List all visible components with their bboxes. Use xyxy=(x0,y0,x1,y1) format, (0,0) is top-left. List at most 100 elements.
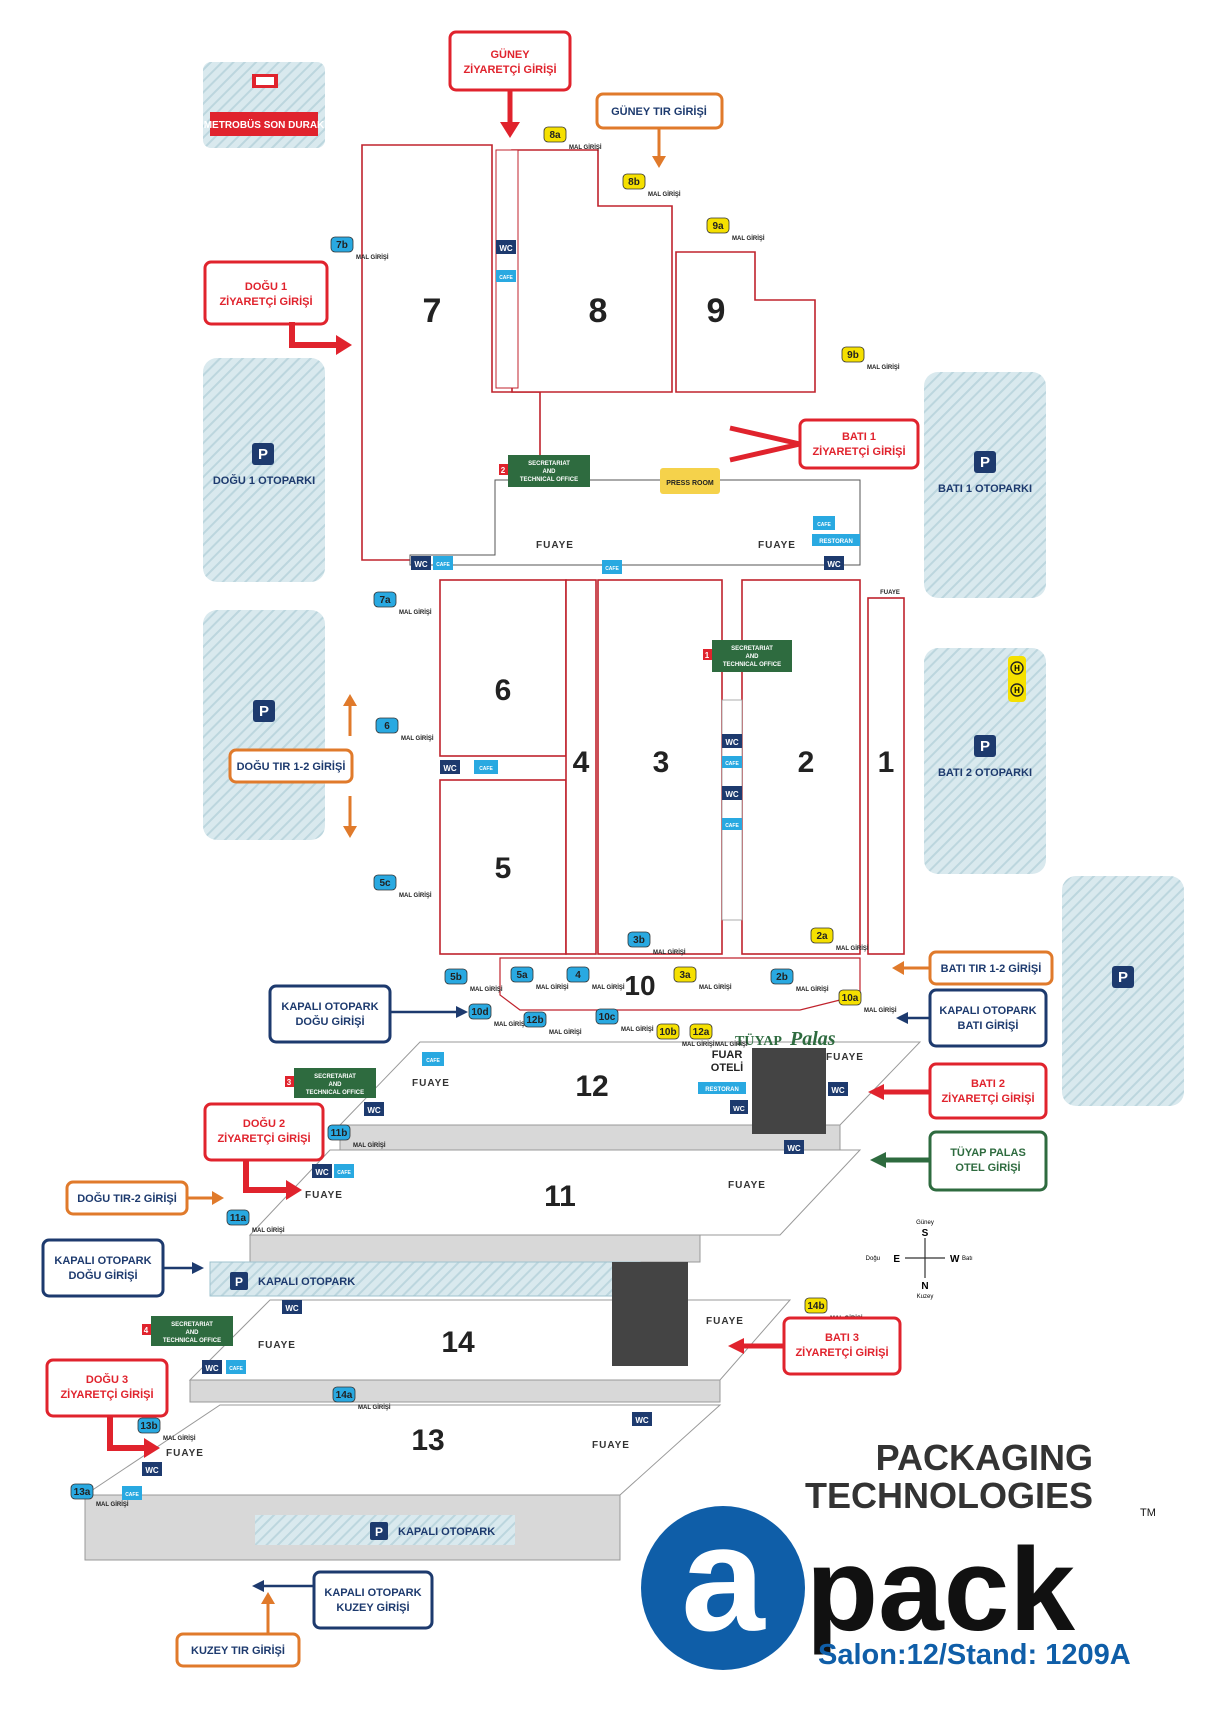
svg-text:WC: WC xyxy=(831,1086,845,1095)
hall-8-number: 8 xyxy=(589,292,608,330)
svg-text:WC: WC xyxy=(787,1144,801,1153)
foyer-label: FUAYE xyxy=(880,590,900,596)
svg-text:FUAYE: FUAYE xyxy=(305,1190,343,1201)
compass-kuzey: Kuzey xyxy=(917,1294,934,1300)
mal-girisi-label: MAL GİRİŞİ xyxy=(549,1029,582,1036)
apack-brand: PACKAGING TECHNOLOGIES a pack TM Salon:1… xyxy=(641,1437,1156,1671)
svg-text:TECHNICAL OFFICE: TECHNICAL OFFICE xyxy=(163,1338,221,1344)
mal-girisi-label: MAL GİRİŞİ xyxy=(648,191,681,198)
helipad-icon: H xyxy=(1014,664,1020,673)
wc-icon: WC xyxy=(364,1102,384,1116)
svg-text:FUAYE: FUAYE xyxy=(728,1180,766,1191)
gate-label: 10d xyxy=(471,1007,488,1018)
wc-icon: WC xyxy=(411,556,431,570)
mal-girisi-label: MAL GİRİŞİ xyxy=(96,1501,129,1508)
gate-label: 5a xyxy=(516,970,528,981)
callout-guney-tir[interactable]: GÜNEY TIR GİRİŞİ xyxy=(595,92,724,168)
svg-text:DOĞU GİRİŞİ: DOĞU GİRİŞİ xyxy=(68,1269,137,1282)
svg-text:OTEL GİRİŞİ: OTEL GİRİŞİ xyxy=(955,1161,1020,1174)
callout-dogu3-ziyaretci[interactable]: DOĞU 3 ZİYARETÇİ GİRİŞİ xyxy=(45,1358,169,1458)
callout-guney-ziyaretci[interactable]: GÜNEY ZİYARETÇİ GİRİŞİ xyxy=(448,30,572,138)
svg-text:DOĞU 1: DOĞU 1 xyxy=(245,280,287,293)
svg-text:WC: WC xyxy=(635,1416,649,1425)
svg-text:GÜNEY TIR GİRİŞİ: GÜNEY TIR GİRİŞİ xyxy=(611,105,707,118)
svg-text:SECRETARIAT: SECRETARIAT xyxy=(171,1322,213,1328)
brand-line1: PACKAGING xyxy=(876,1437,1093,1478)
callout-kapali-otopark-bati[interactable]: KAPALI OTOPARK BATI GİRİŞİ xyxy=(896,988,1048,1048)
gate-label: 9a xyxy=(712,221,724,232)
callout-bati3-ziyaretci[interactable]: BATI 3 ZİYARETÇİ GİRİŞİ xyxy=(728,1316,902,1376)
parking-bati2-label: BATI 2 OTOPARKI xyxy=(938,767,1032,779)
callout-bati1-ziyaretci[interactable]: BATI 1 ZİYARETÇİ GİRİŞİ xyxy=(729,418,920,470)
gate-label: 4 xyxy=(575,970,581,981)
secretariat-4: 4 SECRETARIAT AND TECHNICAL OFFICE xyxy=(142,1316,233,1346)
callout-dogu1-ziyaretci[interactable]: DOĞU 1 ZİYARETÇİ GİRİŞİ xyxy=(203,260,352,355)
hall-14-number: 14 xyxy=(441,1326,475,1359)
svg-text:WC: WC xyxy=(205,1364,219,1373)
callout-tuyap-palas-otel[interactable]: TÜYAP PALAS OTEL GİRİŞİ xyxy=(870,1130,1048,1192)
svg-text:FUAYE: FUAYE xyxy=(412,1078,450,1089)
svg-text:BATI 1: BATI 1 xyxy=(842,431,876,443)
svg-text:BATI GİRİŞİ: BATI GİRİŞİ xyxy=(958,1019,1019,1032)
callout-kapali-otopark-dogu-top[interactable]: KAPALI OTOPARK DOĞU GİRİŞİ xyxy=(268,984,468,1044)
wc-icon: WC xyxy=(722,734,742,748)
gate-label: 8b xyxy=(628,177,640,188)
svg-text:TECHNICAL OFFICE: TECHNICAL OFFICE xyxy=(520,477,578,483)
svg-text:WC: WC xyxy=(315,1168,329,1177)
callout-bati2-ziyaretci[interactable]: BATI 2 ZİYARETÇİ GİRİŞİ xyxy=(868,1062,1048,1120)
gate-label: 2b xyxy=(776,972,788,983)
stand-label: Salon:12/Stand: 1209A xyxy=(818,1639,1131,1671)
callout-dogu-tir-12[interactable]: DOĞU TIR 1-2 GİRİŞİ xyxy=(228,694,357,838)
gate-label: 10a xyxy=(842,993,859,1004)
cafe-icon: CAFE xyxy=(226,1360,246,1374)
callout-dogu-tir2[interactable]: DOĞU TIR-2 GİRİŞİ xyxy=(65,1180,224,1216)
mal-girisi-label: MAL GİRİŞİ xyxy=(653,949,686,956)
svg-text:AND: AND xyxy=(329,1082,343,1088)
hall-11-number: 11 xyxy=(544,1180,576,1213)
brand-logo-a: a xyxy=(681,1494,766,1662)
callout-kapali-otopark-kuzey[interactable]: KAPALI OTOPARK KUZEY GİRİŞİ xyxy=(252,1570,434,1630)
gate-label: 3b xyxy=(633,935,645,946)
restaurant-icon: RESTORAN xyxy=(812,534,860,546)
mal-girisi-label: MAL GİRİŞİ xyxy=(621,1026,654,1033)
callout-kuzey-tir[interactable]: KUZEY TIR GİRİŞİ xyxy=(175,1592,301,1668)
svg-text:KAPALI OTOPARK: KAPALI OTOPARK xyxy=(939,1005,1036,1017)
callout-dogu2-ziyaretci[interactable]: DOĞU 2 ZİYARETÇİ GİRİŞİ xyxy=(203,1102,325,1200)
callout-kapali-otopark-dogu-bottom[interactable]: KAPALI OTOPARK DOĞU GİRİŞİ xyxy=(41,1238,204,1298)
compass-guney: Güney xyxy=(916,1220,934,1226)
gate-label: 14a xyxy=(336,1390,353,1401)
gate-label: 5b xyxy=(450,972,462,983)
middle-halls: 6 5 4 3 2 1 10 FUAYE xyxy=(439,579,905,1011)
callout-bati-tir-12[interactable]: BATI TIR 1-2 GİRİŞİ xyxy=(892,950,1054,986)
svg-text:TÜYAP PALAS: TÜYAP PALAS xyxy=(950,1146,1026,1159)
hall-13-number: 13 xyxy=(411,1424,444,1457)
